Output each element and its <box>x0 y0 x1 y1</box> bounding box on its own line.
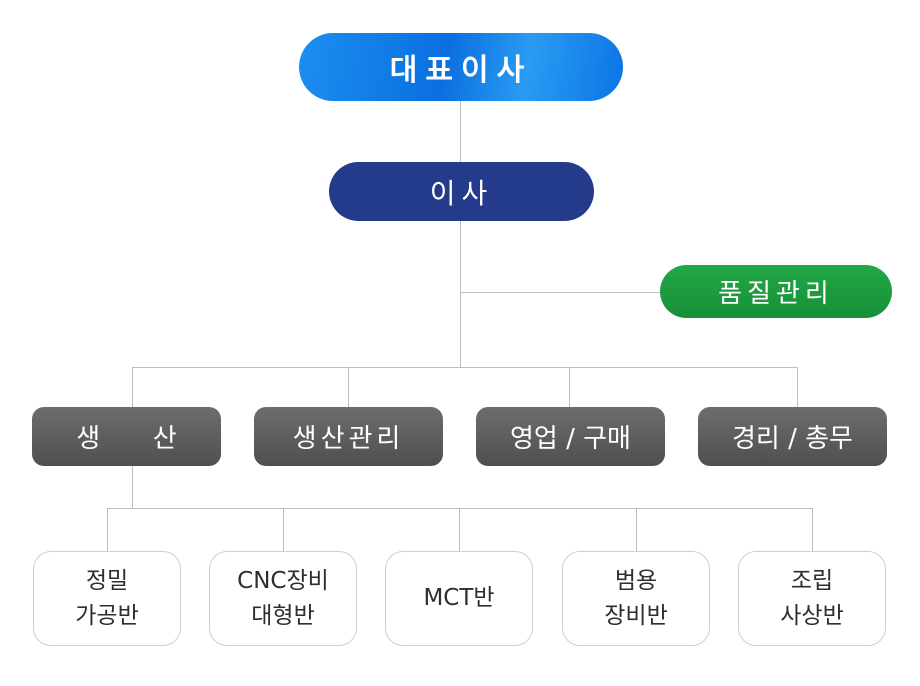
connector-production-down <box>132 466 133 508</box>
dept-production: 생 산 <box>32 407 221 466</box>
connector-team-2 <box>283 508 284 551</box>
team-label-line1: 조립 <box>790 567 834 594</box>
team-label-line1: CNC장비 <box>237 567 329 594</box>
team-label-line2: 가공반 <box>75 602 139 629</box>
connector-team-1 <box>107 508 108 551</box>
dept-production-mgmt: 생산관리 <box>254 407 443 466</box>
connector-team-3 <box>459 508 460 551</box>
dept-sales-label: 영업 / 구매 <box>510 424 631 454</box>
connector-dept-production-mgmt <box>348 367 349 407</box>
team-label-line1: 범용 <box>614 567 658 594</box>
team-assembly-finishing: 조립 사상반 <box>738 551 886 646</box>
connector-ceo-director <box>460 101 461 162</box>
connector-dept-accounting <box>797 367 798 407</box>
dept-production-mgmt-label: 생산관리 <box>292 424 405 454</box>
team-label-line2: 사상반 <box>780 602 844 629</box>
quality-label: 품질관리 <box>718 279 834 309</box>
team-label-line2: 대형반 <box>251 602 315 629</box>
connector-team-4 <box>636 508 637 551</box>
dept-sales: 영업 / 구매 <box>476 407 665 466</box>
dept-accounting-label: 경리 / 총무 <box>732 424 853 454</box>
team-label-line1: MCT반 <box>423 585 495 611</box>
ceo-node: 대표이사 <box>299 33 623 101</box>
connector-team-5 <box>812 508 813 551</box>
team-label-line1: 정밀 <box>85 567 129 594</box>
dept-accounting: 경리 / 총무 <box>698 407 887 466</box>
connector-director-trunk <box>460 221 461 367</box>
team-precision-machining: 정밀 가공반 <box>33 551 181 646</box>
connector-quality-branch <box>460 292 660 293</box>
quality-node: 품질관리 <box>660 265 892 318</box>
director-node: 이사 <box>329 162 594 221</box>
connector-dept-sales <box>569 367 570 407</box>
connector-department-bar <box>132 367 798 368</box>
dept-production-label-right: 산 <box>152 424 177 454</box>
ceo-label: 대표이사 <box>389 53 533 88</box>
dept-production-label-left: 생 <box>76 424 101 454</box>
team-general-equipment: 범용 장비반 <box>562 551 710 646</box>
team-cnc-large: CNC장비 대형반 <box>209 551 357 646</box>
connector-dept-production <box>132 367 133 407</box>
director-label: 이사 <box>429 176 494 210</box>
team-mct: MCT반 <box>385 551 533 646</box>
team-label-line2: 장비반 <box>604 602 668 629</box>
